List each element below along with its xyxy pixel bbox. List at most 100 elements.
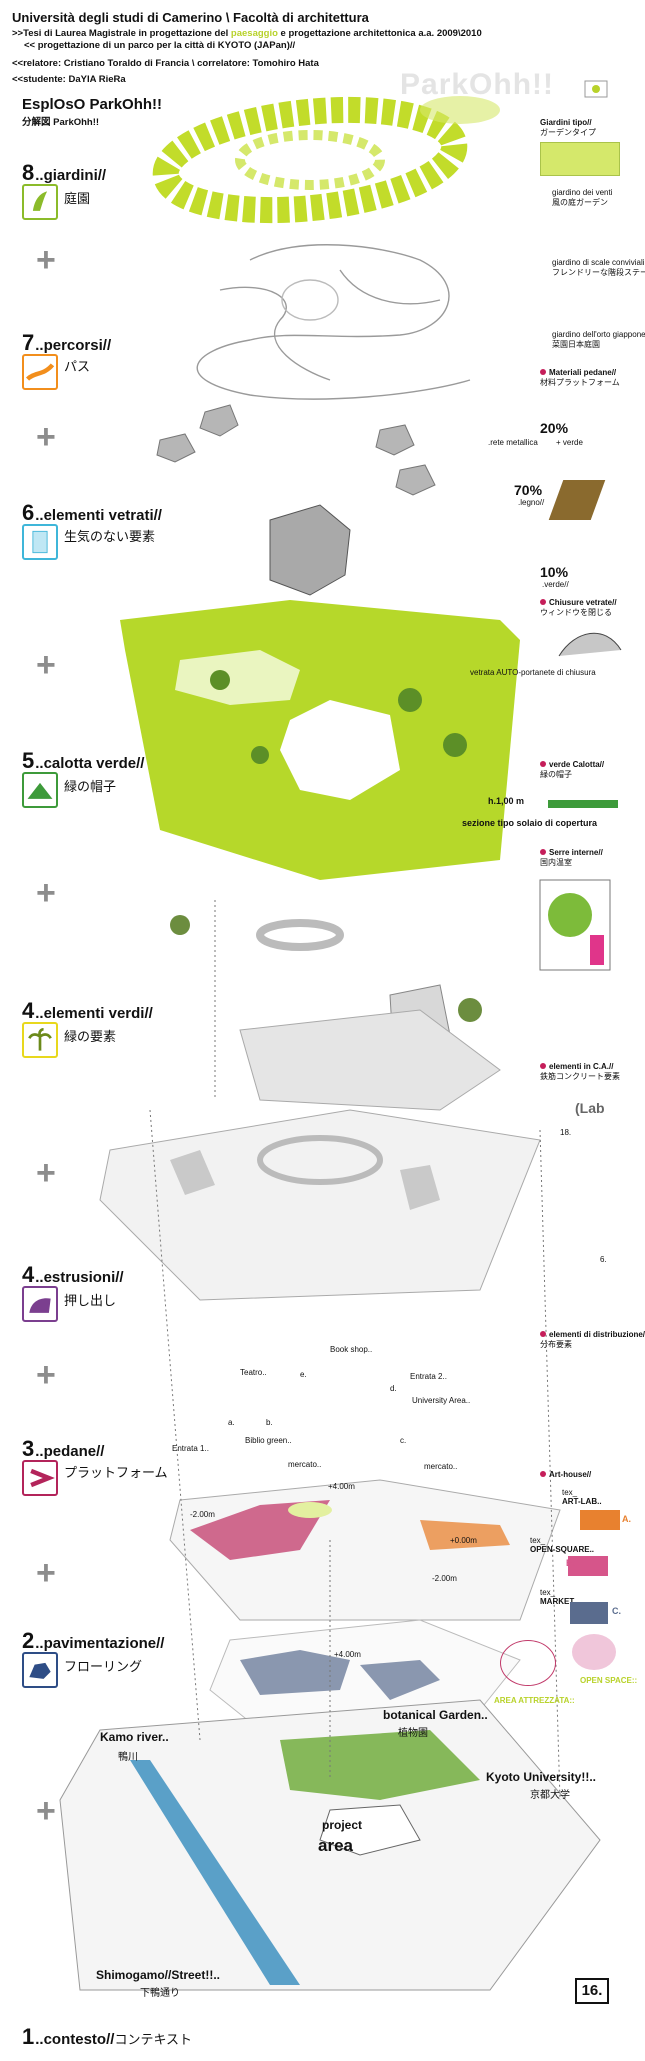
elem-ca-label: elementi in C.A.//鉄筋コンクリート要素 <box>540 1062 620 1081</box>
connector-lines <box>149 900 561 1801</box>
b-marker: b. <box>266 1418 273 1427</box>
layer-2-name: ..pavimentazione// <box>35 1635 165 1652</box>
layer-4b-name: ..estrusioni// <box>35 1269 124 1286</box>
layer-4a-number: 4 <box>22 998 35 1023</box>
elem-dist-label: elementi di distribuzione//分布要素 <box>540 1330 645 1349</box>
layer-4b-number: 4 <box>22 1262 35 1287</box>
mercato-2-label: mercato.. <box>424 1462 458 1471</box>
layer-2-jp: フローリング <box>64 1659 143 1674</box>
verde-label: .verde// <box>542 580 569 589</box>
tex-b-label: B. <box>566 1558 575 1568</box>
garden-ring-layer <box>152 96 500 224</box>
biblio-green-label: Biblio green.. <box>245 1436 292 1445</box>
serre-label: Serre interne//国内温室 <box>540 848 603 867</box>
green-canopy-layer <box>120 600 520 880</box>
extrusion-icon <box>22 1286 58 1322</box>
chiusure-label: Chiusure vetrate//ウィンドウを閉じる <box>540 598 617 617</box>
kamo-river-jp: 鴨川 <box>118 1752 138 1763</box>
level-m200-a: -2.00m <box>190 1510 215 1519</box>
level-p400-b: +4.00m <box>334 1650 361 1659</box>
area-attrezzata-sketch <box>500 1640 556 1686</box>
ref-18-label: 18. <box>560 1128 572 1137</box>
layer-5-title: 5..calotta verde// <box>22 748 144 774</box>
pct-10: 10% <box>540 564 569 580</box>
layer-3-number: 3 <box>22 1436 35 1461</box>
layer-2-title: 2..pavimentazione// <box>22 1628 164 1654</box>
layer-4a-jp: 緑の要素 <box>64 1029 117 1044</box>
layer-6-number: 6 <box>22 500 35 525</box>
shimogamo-street-jp: 下鴨通り <box>140 1988 180 1999</box>
layer-4b-title: 4..estrusioni// <box>22 1262 124 1288</box>
e-marker: e. <box>300 1370 307 1379</box>
entrata-2-label: Entrata 2.. <box>410 1372 447 1381</box>
context-layer <box>59 1699 601 1991</box>
header-title: Università degli studi di Camerino \ Fac… <box>12 10 369 25</box>
tex-c-label: C. <box>612 1606 621 1616</box>
rete-metallica-label: .rete metallica <box>488 438 538 447</box>
a-marker: a. <box>228 1418 235 1427</box>
kamo-river-label: Kamo river.. <box>100 1730 169 1744</box>
header-line-1: >>Tesi di Laurea Magistrale in progettaz… <box>12 28 482 39</box>
layer-8-name: ..giardini// <box>35 167 107 184</box>
exploded-title: EsplOsO ParkOhh!! <box>22 96 163 113</box>
glass-icon <box>22 524 58 560</box>
plus-sign: + <box>36 1792 56 1830</box>
c-marker: c. <box>400 1436 407 1445</box>
mercato-1-label: mercato.. <box>288 1460 322 1469</box>
platforms-layer <box>169 1479 561 1621</box>
layer-6-jp: 生気のない要素 <box>64 529 156 544</box>
plus-sign: + <box>36 646 56 684</box>
plus-sign: + <box>36 241 56 279</box>
header-studente: <<studente: DaYIA RieRa <box>12 74 126 85</box>
layer-5-jp: 緑の帽子 <box>64 779 117 794</box>
art-house-label: Art-house// <box>540 1470 591 1479</box>
sezione-label: sezione tipo solaio di copertura <box>462 818 598 828</box>
layer-5-number: 5 <box>22 748 35 773</box>
plus-sign: + <box>36 1554 56 1592</box>
layer-7-name: ..percorsi// <box>35 337 112 354</box>
flooring-icon <box>22 1652 58 1688</box>
layer-1-jp: コンテキスト <box>114 2032 193 2047</box>
platform-icon <box>22 1460 58 1496</box>
layer-6-title: 6..elementi vetrati// <box>22 500 162 526</box>
layer-1-number: 1 <box>22 2024 35 2049</box>
tex-a-label: A. <box>622 1514 631 1524</box>
plus-sign: + <box>36 1356 56 1394</box>
glass-closure-sketch <box>558 632 622 657</box>
materiali-label: Materiali pedane//材料プラットフォーム <box>540 368 620 387</box>
area-label: area <box>318 1836 353 1855</box>
open-space-label: OPEN SPACE:: <box>580 1676 638 1685</box>
layer-6-name: ..elementi vetrati// <box>35 507 162 524</box>
pct-20: 20% <box>540 420 569 436</box>
header-line-1-post: e progettazione architettonica a.a. 2009… <box>277 28 482 39</box>
tex-c-swatch <box>570 1602 608 1624</box>
page-number: 16. <box>575 1978 609 2004</box>
kyoto-university-jp: 京都大学 <box>530 1790 570 1801</box>
vetrata-label: vetrata AUTO-portanete di chiusura <box>470 668 596 677</box>
tex-open-label: tex_OPEN-SQUARE.. <box>530 1536 595 1554</box>
lab-label: (Lab <box>575 1100 605 1116</box>
shimogamo-street-label: Shimogamo//Street!!.. <box>96 1968 221 1982</box>
layer-3-name: ..pedane// <box>35 1443 105 1460</box>
plus-sign: + <box>36 418 56 456</box>
glass-element-shape <box>269 504 351 596</box>
layer-8-number: 8 <box>22 160 35 185</box>
d-marker: d. <box>390 1384 397 1393</box>
header-highlight: paesaggio <box>230 28 278 39</box>
level-p400-a: +4.00m <box>328 1482 355 1491</box>
entrata-1-label: Entrata 1.. <box>172 1444 209 1453</box>
greenhouse-sketch <box>539 879 611 971</box>
path-icon <box>22 354 58 390</box>
layer-8-title: 8..giardini// <box>22 160 106 186</box>
layer-8-jp: 庭園 <box>64 191 91 206</box>
header-line-1-pre: >>Tesi di Laurea Magistrale in progettaz… <box>12 28 231 39</box>
giardini-tipo-label: Giardini tipo//ガーデンタイプ <box>540 118 596 137</box>
brand-watermark: ParkOhh!! <box>400 68 555 101</box>
project-label: project <box>322 1818 363 1832</box>
tex-a-swatch <box>580 1510 620 1530</box>
book-shop-label: Book shop.. <box>330 1345 373 1354</box>
flag-icon <box>584 80 608 98</box>
plus-sign: + <box>36 874 56 912</box>
layer-3-title: 3..pedane// <box>22 1436 104 1462</box>
